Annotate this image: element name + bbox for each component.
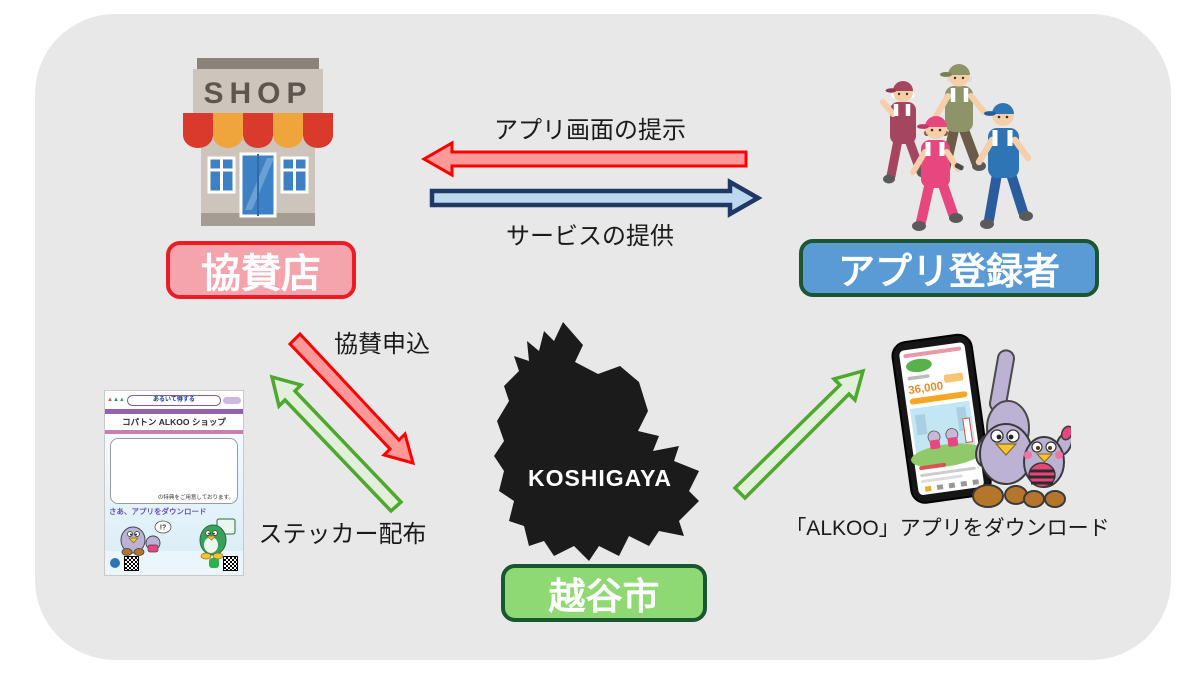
phone-topbar [903,346,961,359]
walker-maroon [880,81,929,184]
phone-progress-bar [909,391,968,405]
sticker-header: ▲▲▲ あるいて得する [105,391,243,409]
mascot-bird-right [1023,425,1071,508]
shop-sign-text: SHOP [203,77,312,110]
shop-base [201,213,315,226]
sticker-qr-code-right [223,555,238,571]
sticker-title: コパトン ALKOO ショップ [122,417,226,427]
shop-awning [183,113,333,148]
sticker-mini-logo: ▲▲▲ [107,397,125,403]
sticker-logo-right [223,396,241,404]
city-node-label-text: 越谷市 [548,576,660,617]
arrow-label-service: サービスの提供 [506,223,674,250]
app-users-node-label-text: アプリ登録者 [838,251,1060,292]
walker-blue [975,103,1033,229]
koshigaya-map-silhouette: KOSHIGAYA [494,322,699,561]
sticker-footer-logo-blue [110,558,120,568]
arrow-label-apply: 協賛申込 [334,331,430,358]
sticker-band-top [105,409,243,414]
map-text: KOSHIGAYA [528,465,672,491]
sticker-body: の特典をご用意しております。 さあ、アプリをダウンロード !? [105,434,243,560]
phone-app-logo [906,358,932,373]
sticker-band-bottom [105,430,243,434]
walker-pink [910,116,964,231]
sticker-footer [105,551,243,575]
sticker-cta-text: さあ、アプリをダウンロード [109,507,207,516]
shop-node-label-text: 協賛店 [201,252,321,296]
sticker-bubble-text: !? [160,525,167,532]
arrow-label-download: 「ALKOO」アプリをダウンロード [785,517,1110,540]
sticker-offer-note: の特典をご用意しております。 [157,495,234,501]
phone-steps-value: 36,000 [908,380,945,397]
alkoo-app-phone-illustration: 36,000 [891,333,1071,508]
mascot-bird-left [972,423,1033,508]
shop-roof-strip [197,58,319,69]
sticker-badge: あるいて得する [126,394,221,406]
shop-door [239,152,277,218]
arrow-label-sticker: ステッカー配布 [258,521,427,548]
phone-scene [909,400,983,468]
app-users-node-label: アプリ登録者 [799,239,1099,297]
arrow-label-present: アプリ画面の提示 [494,117,686,144]
sticker-footer-logo-green [209,558,219,568]
sponsor-sticker-card: ▲▲▲ あるいて得する コパトン ALKOO ショップ の特典をご用意しておりま… [104,390,244,576]
map-shape [494,322,699,561]
city-node-label: 越谷市 [501,564,707,622]
sticker-qr-code-left [124,555,139,571]
sticker-offer-box: の特典をご用意しております。 [110,438,238,504]
phone-navbar [924,479,980,492]
shop-sign-board [193,69,323,114]
sticker-mascots-illustration: !? [120,518,236,560]
shop-windows [207,156,309,194]
walking-people-illustration [880,64,1033,231]
phone-list-area [919,462,976,483]
phone: 36,000 [891,333,992,504]
shop-node-label: 協賛店 [166,241,356,299]
shop-illustration: SHOP [183,58,333,226]
